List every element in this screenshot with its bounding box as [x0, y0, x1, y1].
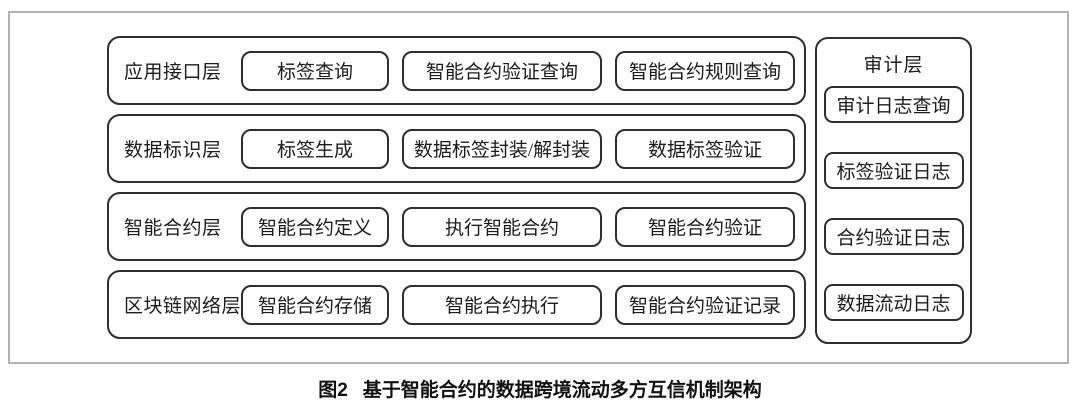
module-box-contract-verification-record: 智能合约验证记录	[615, 284, 795, 325]
diagram-outer-frame: 应用接口层 标签查询 智能合约验证查询 智能合约规则查询 数据标识层 标签生成 …	[8, 11, 1069, 364]
module-box-contract-verification: 智能合约验证	[615, 206, 795, 247]
layer-row-smart-contract: 智能合约层 智能合约定义 执行智能合约 智能合约验证	[107, 192, 806, 261]
layer-row-blockchain-network: 区块链网络层 智能合约存储 智能合约执行 智能合约验证记录	[107, 270, 806, 339]
figure-caption-text: 基于智能合约的数据跨境流动多方互信机制架构	[362, 380, 762, 401]
layer-boxes-data-identification: 标签生成 数据标签封装/解封装 数据标签验证	[241, 128, 807, 169]
layer-label-data-identification: 数据标识层	[124, 140, 222, 161]
layer-row-data-identification: 数据标识层 标签生成 数据标签封装/解封装 数据标签验证	[107, 114, 806, 183]
module-box-contract-run: 智能合约执行	[402, 284, 602, 325]
audit-box-tag-verification-log: 标签验证日志	[823, 152, 964, 189]
module-box-contract-definition: 智能合约定义	[241, 206, 389, 247]
layer-row-application-interface: 应用接口层 标签查询 智能合约验证查询 智能合约规则查询	[107, 36, 806, 105]
audit-layer-panel: 审计层 审计日志查询 标签验证日志 合约验证日志 数据流动日志	[815, 37, 972, 344]
module-box-tag-query: 标签查询	[241, 50, 389, 91]
module-box-tag-encapsulation: 数据标签封装/解封装	[402, 128, 602, 169]
layer-label-application-interface: 应用接口层	[124, 62, 222, 83]
module-box-contract-verification-query: 智能合约验证查询	[402, 50, 602, 91]
audit-box-log-query: 审计日志查询	[823, 86, 964, 123]
audit-box-data-flow-log: 数据流动日志	[823, 284, 964, 321]
module-box-contract-rule-query: 智能合约规则查询	[615, 50, 795, 91]
module-box-contract-execution: 执行智能合约	[402, 206, 602, 247]
module-box-contract-storage: 智能合约存储	[241, 284, 389, 325]
audit-box-contract-verification-log: 合约验证日志	[823, 218, 964, 255]
layer-boxes-smart-contract: 智能合约定义 执行智能合约 智能合约验证	[241, 206, 807, 247]
layer-boxes-application-interface: 标签查询 智能合约验证查询 智能合约规则查询	[241, 50, 807, 91]
figure-caption: 图2 基于智能合约的数据跨境流动多方互信机制架构	[0, 375, 1080, 402]
layer-label-blockchain-network: 区块链网络层	[124, 296, 242, 317]
module-box-tag-verification: 数据标签验证	[615, 128, 795, 169]
module-box-tag-generation: 标签生成	[241, 128, 389, 169]
layer-stack: 应用接口层 标签查询 智能合约验证查询 智能合约规则查询 数据标识层 标签生成 …	[107, 36, 806, 339]
layer-label-smart-contract: 智能合约层	[124, 218, 222, 239]
audit-layer-title: 审计层	[863, 55, 924, 76]
layer-boxes-blockchain-network: 智能合约存储 智能合约执行 智能合约验证记录	[241, 284, 807, 325]
figure-number: 图2	[318, 380, 348, 401]
